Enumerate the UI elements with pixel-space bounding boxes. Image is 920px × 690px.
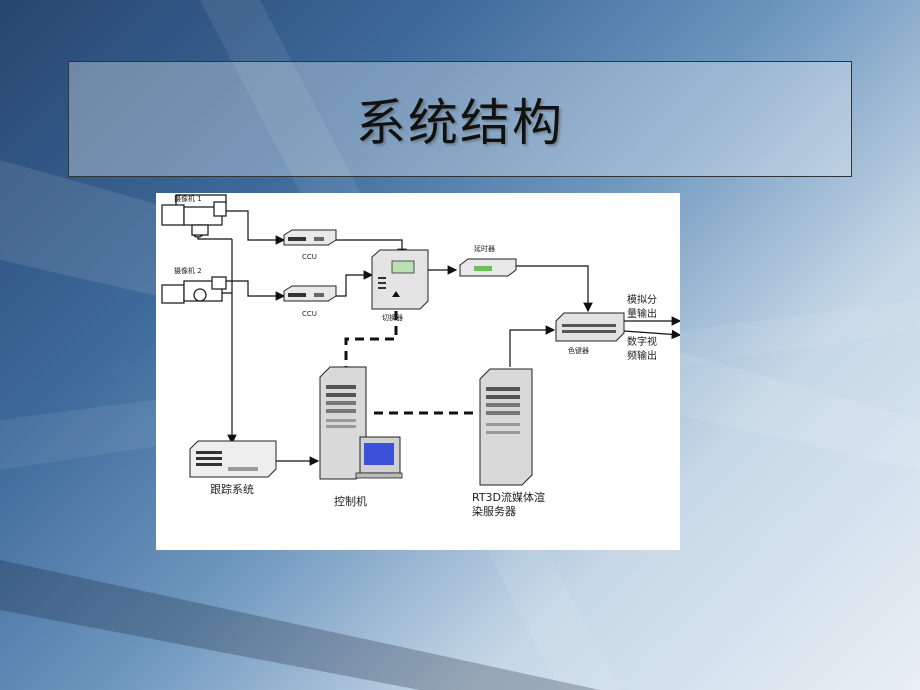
title-box: 系统结构 (68, 61, 852, 177)
camera-2-icon (161, 276, 227, 304)
camera-2-label: 摄像机 2 (174, 266, 202, 275)
ccu-2-label: CCU (302, 310, 317, 318)
render-server-icon (479, 368, 533, 486)
system-diagram: 摄像机 1 摄像机 2 CCU CCU (156, 193, 680, 550)
ccu-2-icon (283, 285, 337, 302)
switcher-icon (371, 249, 429, 310)
control-server-icon (319, 366, 367, 480)
keyer-label: 色键器 (568, 346, 589, 355)
digital-output-label-1: 数字视 (627, 335, 657, 348)
render-server-label-1: RT3D流媒体渲 (472, 490, 545, 504)
monitor-icon (355, 436, 403, 479)
digital-output-label-2: 频输出 (627, 349, 657, 362)
ccu-1-label: CCU (302, 253, 317, 261)
tracking-system-label: 跟踪系统 (210, 482, 254, 496)
control-machine-label: 控制机 (334, 494, 367, 508)
camera-1-icon (161, 201, 227, 238)
ccu-1-icon (283, 229, 337, 246)
dashed-links (344, 311, 474, 415)
connection-lines (175, 194, 680, 466)
delay-icon (459, 258, 517, 277)
render-server-label-2: 染服务器 (472, 504, 516, 518)
keyer-icon (555, 312, 625, 342)
analog-output-label-1: 模拟分 (627, 293, 657, 306)
camera-1-label: 摄像机 1 (174, 194, 202, 203)
analog-output-label-2: 量输出 (627, 307, 657, 320)
switcher-label: 切换器 (382, 313, 403, 322)
tracking-system-icon (189, 440, 277, 478)
slide-title: 系统结构 (356, 94, 564, 152)
delay-label: 延时器 (474, 244, 495, 253)
